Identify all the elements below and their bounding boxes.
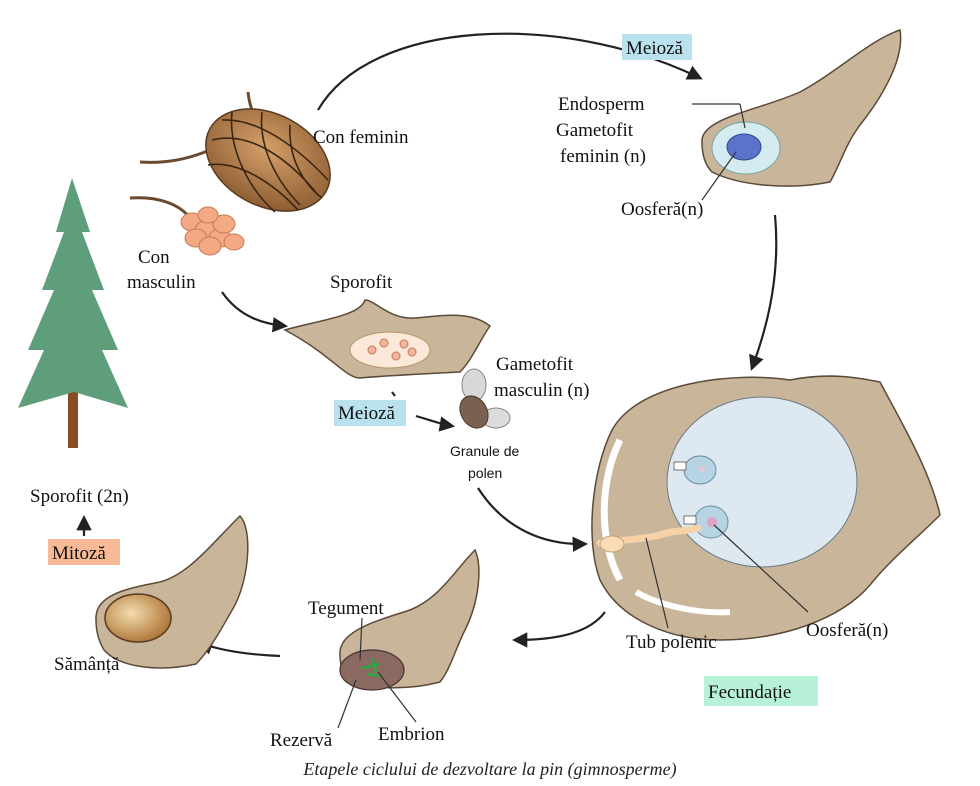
arrow-fertilization-to-embryo xyxy=(511,611,606,648)
label-tegument: Tegument xyxy=(308,598,384,619)
label-endosperm: Endosperm xyxy=(558,94,645,115)
label-mitoza: Mitoză xyxy=(52,543,106,564)
label-meioza-top: Meioză xyxy=(626,38,684,59)
arrow-meiosis-to-pollen xyxy=(415,414,456,432)
label-sporofit-2n: Sporofit (2n) xyxy=(30,486,129,507)
pollen-grains xyxy=(459,368,511,429)
figure-caption: Etapele ciclului de dezvoltare la pin (g… xyxy=(302,759,676,780)
pine-tree-illustration xyxy=(18,178,128,448)
label-samanta: Sămânță xyxy=(54,654,120,675)
label-oosfera-top: Oosferă(n) xyxy=(621,199,703,220)
label-meioza-mid: Meioză xyxy=(338,403,396,424)
label-sporofit: Sporofit xyxy=(330,272,393,293)
label-oosfera-bottom: Oosferă(n) xyxy=(806,620,888,641)
sporophyte-scale xyxy=(283,299,492,379)
label-gametofit-masculin-2: masculin (n) xyxy=(494,380,590,401)
male-cone-illustration xyxy=(129,196,245,256)
label-con-masculin-2: masculin xyxy=(127,272,196,293)
label-gametofit-masculin-1: Gametofit xyxy=(496,354,574,375)
label-embrion: Embrion xyxy=(378,724,445,745)
arrow-meiosis-small xyxy=(391,391,396,397)
label-con-masculin-1: Con xyxy=(138,247,170,268)
arrow-pollen-to-fertilization xyxy=(477,487,589,553)
label-tub-polenic: Tub polenic xyxy=(626,632,717,653)
arrow-female-to-fertilization xyxy=(749,214,778,371)
mitoza-highlight xyxy=(48,539,120,565)
female-cone-illustration xyxy=(139,91,331,213)
fecundatie-highlight xyxy=(704,676,818,706)
meioza-top-highlight xyxy=(622,34,692,60)
label-granule-1: Granule de xyxy=(450,443,519,459)
arrow-male-cone-to-sporophyte xyxy=(221,291,289,333)
female-gametophyte-scale xyxy=(692,29,902,201)
label-con-feminin: Con feminin xyxy=(313,127,409,148)
label-granule-2: polen xyxy=(468,465,502,481)
label-fecundatie: Fecundație xyxy=(708,682,791,703)
label-rezerva: Rezervă xyxy=(270,730,333,751)
label-gametofit-feminin-1: Gametofit xyxy=(556,120,634,141)
seed-scale xyxy=(95,514,249,669)
embryo-seed-scale xyxy=(337,548,480,729)
label-gametofit-feminin-2: feminin (n) xyxy=(560,146,646,167)
meioza-mid-highlight xyxy=(334,400,406,426)
fertilization-ovule xyxy=(591,375,941,641)
